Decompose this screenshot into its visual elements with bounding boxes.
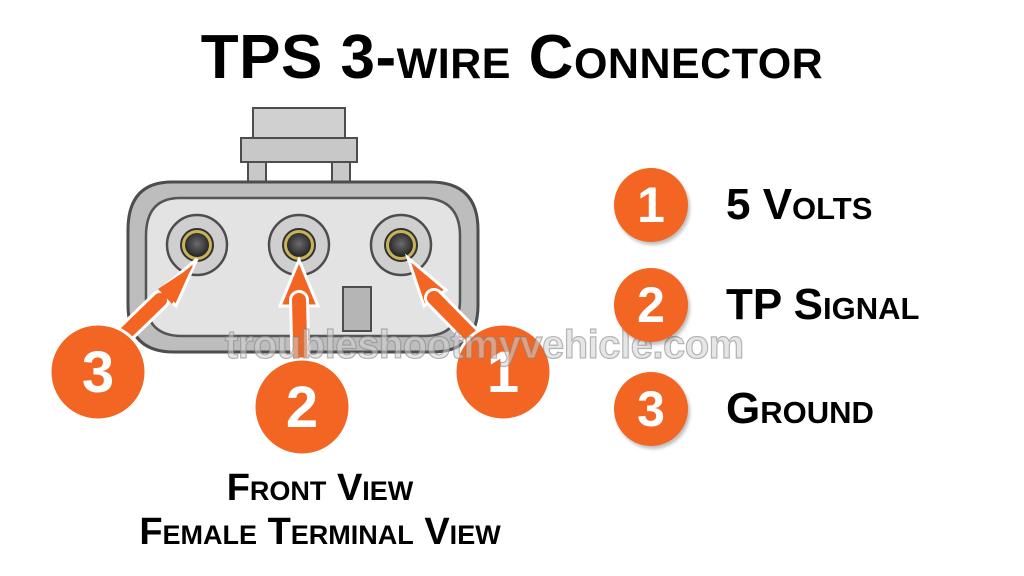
terminal-cavity-3	[165, 213, 229, 277]
caption-terminal-view: Female Terminal View	[139, 511, 501, 553]
callout-badge-2: 2	[252, 357, 352, 457]
connector-key	[342, 286, 372, 332]
callout-badge-1: 1	[453, 322, 553, 422]
diagram-title: TPS 3-wire Connector	[200, 23, 824, 92]
legend-item-1: 1 5 Volts	[614, 160, 1014, 250]
legend-badge-2: 2	[614, 268, 688, 342]
terminal-cavity-1	[369, 213, 433, 277]
legend-item-3: 3 Ground	[614, 364, 1014, 454]
legend-badge-3: 3	[614, 372, 688, 446]
callout-number-2: 2	[286, 375, 318, 440]
callout-number-1: 1	[487, 340, 519, 405]
legend-badge-1: 1	[614, 168, 688, 242]
callout-badge-3: 3	[48, 322, 148, 422]
connector-lock-tab	[240, 107, 358, 185]
legend-label-2: TP Signal	[726, 280, 920, 329]
caption-front-view: Front View	[226, 467, 414, 509]
callout-number-3: 3	[82, 340, 114, 405]
legend-label-1: 5 Volts	[726, 180, 873, 229]
legend-item-2: 2 TP Signal	[614, 260, 1014, 350]
legend-label-3: Ground	[726, 384, 874, 433]
